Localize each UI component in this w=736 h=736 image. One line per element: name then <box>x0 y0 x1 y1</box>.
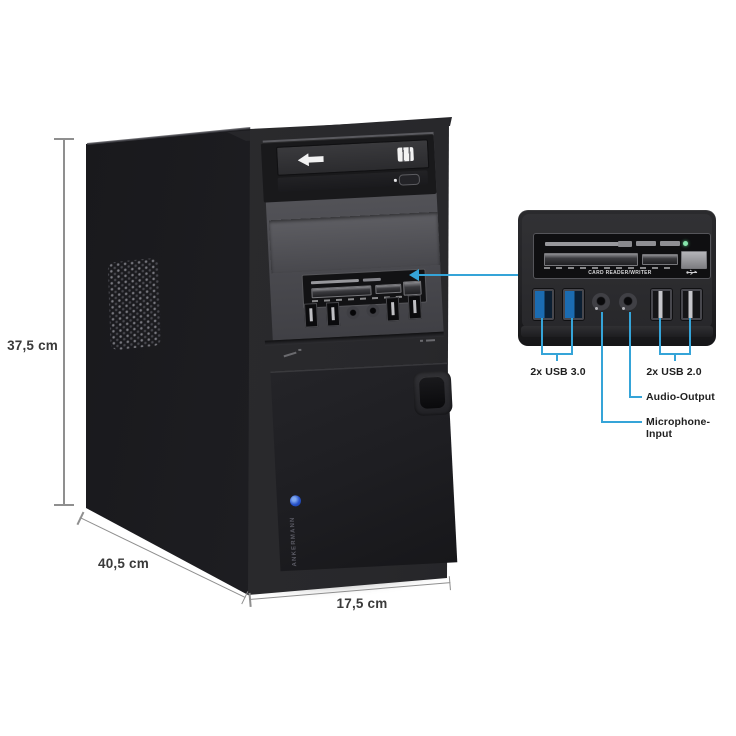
audio-callout-line <box>629 396 642 398</box>
card-slot <box>311 285 372 299</box>
height-dimension-label: 37,5 cm <box>7 338 58 353</box>
card-slot <box>660 241 680 246</box>
hdd-indicator-mark <box>419 339 424 342</box>
hdd-indicator-mark <box>425 339 436 342</box>
usb3-port <box>563 289 584 320</box>
card-slot <box>362 277 381 282</box>
usb3-port <box>533 289 554 320</box>
card-slot <box>636 241 656 246</box>
slot-labels <box>544 267 674 269</box>
audio-output-label: Audio-Output <box>646 391 715 403</box>
cf-usb-slot <box>681 251 707 269</box>
reader-status-led <box>683 241 688 246</box>
mic-callout-line <box>601 421 642 423</box>
audio-callout-line <box>629 312 631 398</box>
front-panel-details: ANKERMANN <box>254 118 461 589</box>
width-dimension-label: 17,5 cm <box>336 596 388 611</box>
microphone-jack <box>592 293 610 311</box>
height-dimension-tick-top <box>54 138 74 140</box>
usb2-port <box>651 289 672 320</box>
microphone-input-label: Microphone-Input <box>646 416 711 440</box>
usb2-label: 2x USB 2.0 <box>646 366 702 378</box>
usb2-callout-line <box>659 318 661 353</box>
card-slot <box>618 241 632 247</box>
usb-port <box>385 296 400 322</box>
usb-symbol-icon <box>686 269 698 275</box>
height-dimension-line <box>63 139 65 505</box>
power-indicator-mark <box>298 348 302 352</box>
vent-grille <box>107 257 162 351</box>
usb2-callout-stub <box>674 353 676 361</box>
power-button <box>418 375 446 409</box>
usb2-port <box>681 289 702 320</box>
depth-dimension-label: 40,5 cm <box>98 556 149 571</box>
ms-card-slot <box>642 254 678 265</box>
usb3-callout-line <box>541 318 543 353</box>
power-button-well <box>412 370 453 417</box>
card-reader-text: CARD READER/WRITER <box>588 270 652 276</box>
optical-drive-bay <box>260 133 437 203</box>
card-slot <box>545 242 621 246</box>
height-dimension-tick-bottom <box>54 504 74 506</box>
usb-port <box>304 303 319 328</box>
brand-text: ANKERMANN <box>289 516 299 567</box>
mic-callout-line <box>601 312 603 423</box>
card-slot <box>375 283 402 295</box>
card-slot <box>310 278 359 285</box>
disc-badge-logo-icon <box>397 146 414 162</box>
headphone-jack <box>619 293 637 311</box>
usb3-callout-stub <box>556 353 558 361</box>
usb-port-slot <box>403 280 422 296</box>
front-door-panel: ANKERMANN <box>270 362 458 572</box>
blank-bay-cover <box>268 211 441 274</box>
io-panel-bottom-lip <box>521 326 713 337</box>
depth-dimension-tick-right <box>240 591 249 605</box>
disc-arrow-logo-icon <box>297 153 324 167</box>
drive-activity-led <box>393 178 397 182</box>
arrow-left-icon <box>409 269 419 281</box>
usb-port <box>325 301 341 327</box>
power-indicator-mark <box>283 351 297 358</box>
usb3-callout-line <box>571 318 573 353</box>
io-panel-callout: CARD READER/WRITER <box>518 210 716 346</box>
eject-button <box>398 173 421 186</box>
usb2-callout-line <box>689 318 691 353</box>
card-reader: CARD READER/WRITER <box>533 233 711 279</box>
front-io-row <box>254 118 438 328</box>
usb-port <box>407 294 422 320</box>
brand-logo-icon <box>289 495 302 507</box>
usb3-label: 2x USB 3.0 <box>530 366 586 378</box>
sd-card-slot <box>544 253 638 266</box>
callout-connector-line <box>419 274 519 276</box>
depth-dimension-tick-left <box>76 511 84 525</box>
